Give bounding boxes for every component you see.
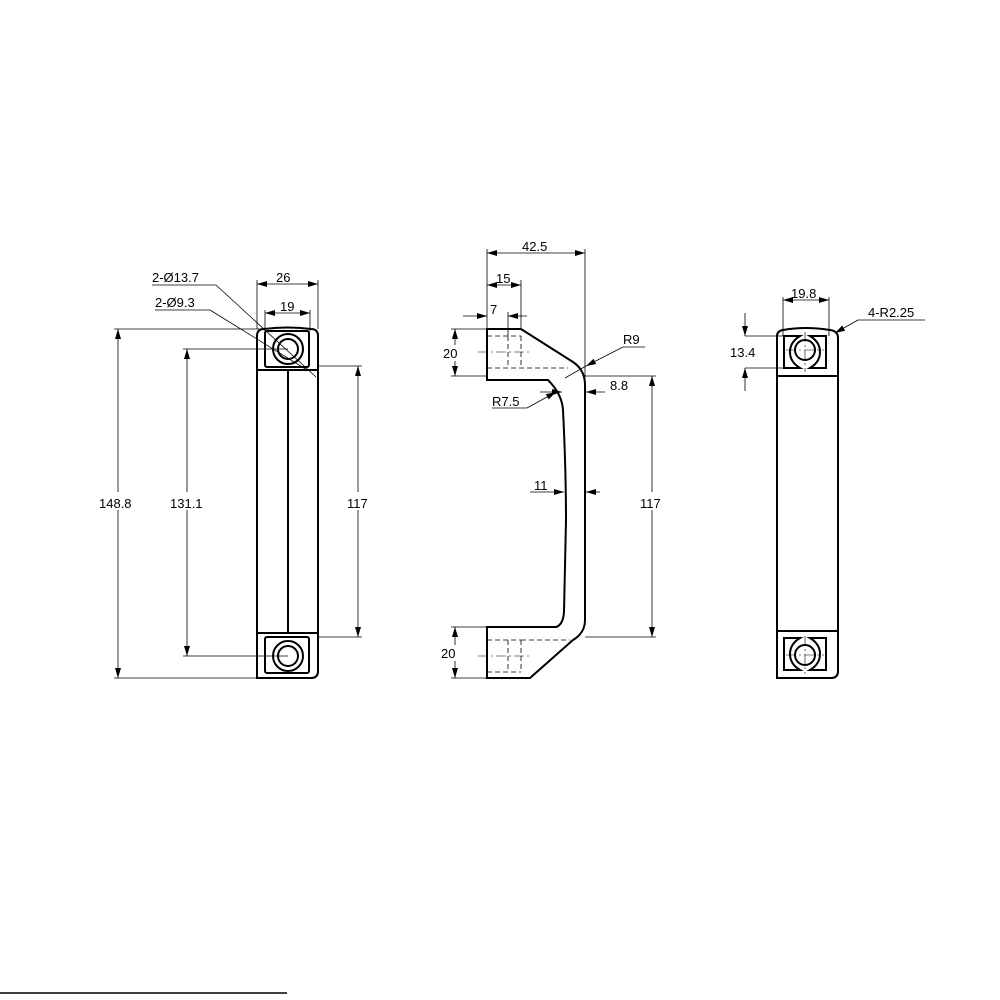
dim-grip-length: 117 bbox=[640, 496, 661, 511]
dim-hole-pitch: 131.1 bbox=[170, 496, 203, 511]
dim-boss-width: 15 bbox=[496, 271, 510, 286]
rear-view: 19.8 13.4 4-R2.25 bbox=[730, 286, 925, 679]
label-inner-radius: R7.5 bbox=[492, 394, 519, 409]
label-hole-diameter: 2-Ø9.3 bbox=[155, 295, 195, 310]
dim-grip-thickness-top: 8.8 bbox=[610, 378, 628, 393]
rear-outline bbox=[776, 327, 839, 679]
dim-width-outer: 26 bbox=[276, 270, 290, 285]
dim-pocket-width: 19.8 bbox=[791, 286, 816, 301]
dim-pocket-height: 13.4 bbox=[730, 345, 755, 360]
dim-inner-length: 117 bbox=[347, 496, 368, 511]
dim-width-inner: 19 bbox=[280, 299, 294, 314]
dim-boss-height-bottom: 20 bbox=[441, 646, 455, 661]
side-outline bbox=[486, 328, 586, 679]
label-counterbore-diameter: 2-Ø13.7 bbox=[152, 270, 199, 285]
rear-pocket-top bbox=[783, 335, 827, 369]
front-outline bbox=[256, 326, 319, 679]
front-pocket-bottom bbox=[264, 636, 310, 674]
dim-depth: 42.5 bbox=[522, 239, 547, 254]
label-outer-radius: R9 bbox=[623, 332, 640, 347]
dim-overall-length: 148.8 bbox=[99, 496, 132, 511]
side-view: 42.5 15 7 20 20 R9 R7.5 8.8 11 117 bbox=[440, 239, 668, 679]
front-view: 26 19 148.8 131.1 117 2-Ø13.7 2-Ø9.3 bbox=[99, 270, 375, 679]
label-corner-radius: 4-R2.25 bbox=[868, 305, 914, 320]
dim-boss-height-top: 20 bbox=[443, 346, 457, 361]
dim-hole-offset: 7 bbox=[490, 302, 497, 317]
dim-grip-thickness-mid: 11 bbox=[534, 478, 548, 493]
